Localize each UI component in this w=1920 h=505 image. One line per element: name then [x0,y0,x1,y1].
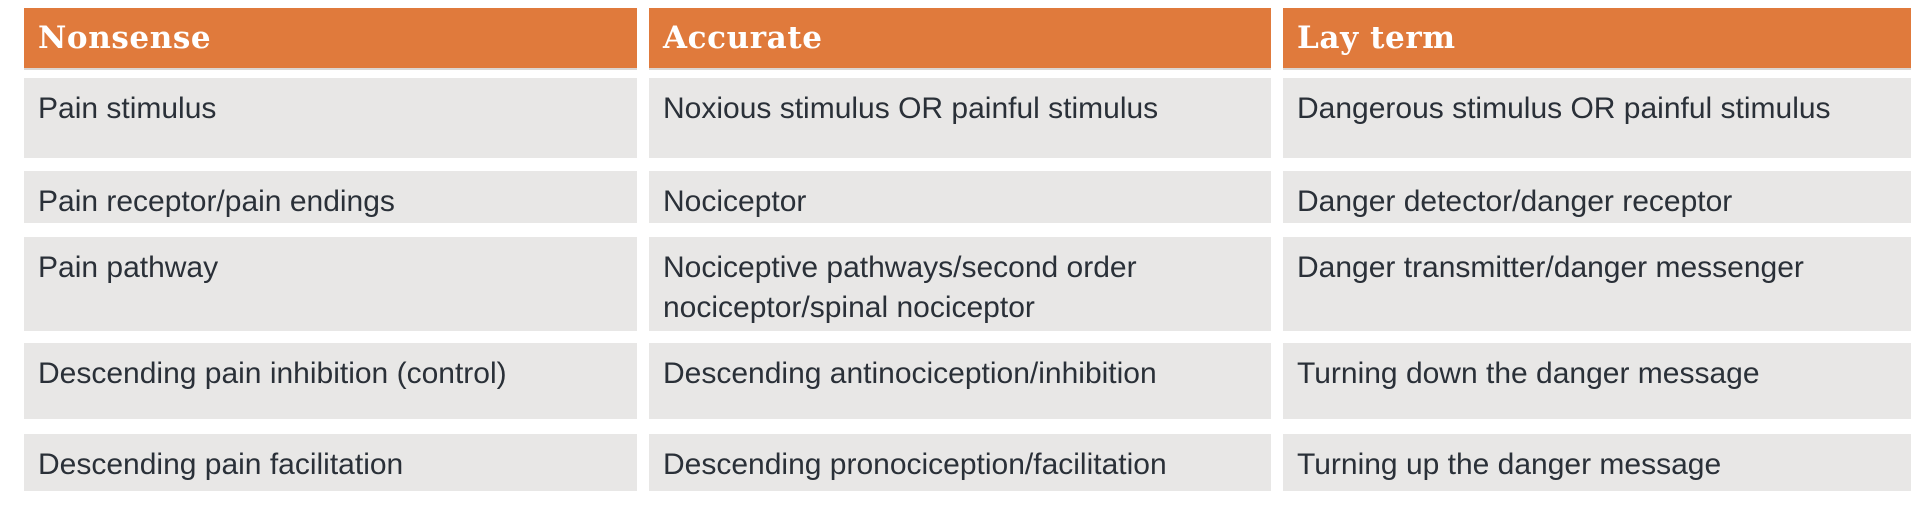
table-header-row: Nonsense Accurate Lay term [24,8,1911,68]
cell-lay-term: Danger detector/danger receptor [1283,171,1911,223]
cell-accurate: Nociceptive pathways/second order nocice… [649,237,1271,331]
column-header-label: Accurate [663,20,823,56]
pain-terminology-table: Nonsense Accurate Lay term Pain stimulus… [24,8,1911,491]
table-row: Pain stimulus Noxious stimulus OR painfu… [24,78,1911,158]
cell-nonsense: Pain receptor/pain endings [24,171,637,223]
cell-lay-term: Dangerous stimulus OR painful stimulus [1283,78,1911,158]
cell-accurate: Descending pronociception/facilitation [649,434,1271,491]
cell-nonsense: Descending pain facilitation [24,434,637,491]
cell-nonsense: Pain stimulus [24,78,637,158]
table-row: Pain pathway Nociceptive pathways/second… [24,237,1911,331]
column-header-label: Nonsense [38,20,212,56]
table-row: Descending pain facilitation Descending … [24,434,1911,491]
cell-lay-term: Danger transmitter/danger messenger [1283,237,1911,331]
cell-accurate: Noxious stimulus OR painful stimulus [649,78,1271,158]
table-row: Descending pain inhibition (control) Des… [24,343,1911,419]
column-header-nonsense: Nonsense [24,8,637,68]
cell-lay-term: Turning down the danger message [1283,343,1911,419]
column-header-lay-term: Lay term [1283,8,1911,68]
cell-accurate: Descending antinociception/inhibition [649,343,1271,419]
cell-nonsense: Descending pain inhibition (control) [24,343,637,419]
cell-nonsense: Pain pathway [24,237,637,331]
column-header-label: Lay term [1297,20,1456,56]
cell-accurate: Nociceptor [649,171,1271,223]
column-header-accurate: Accurate [649,8,1271,68]
table-row: Pain receptor/pain endings Nociceptor Da… [24,171,1911,223]
cell-lay-term: Turning up the danger message [1283,434,1911,491]
